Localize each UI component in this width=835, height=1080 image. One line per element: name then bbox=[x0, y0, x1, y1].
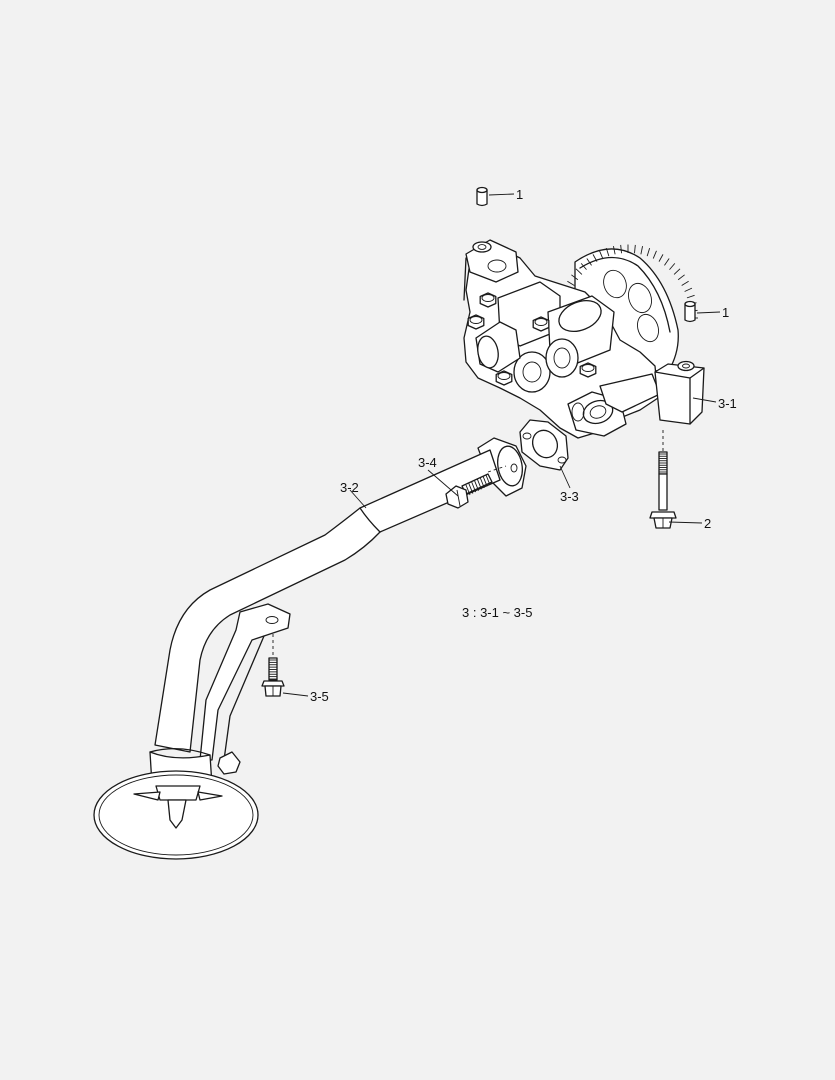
callout-suction-pipe: 3-2 bbox=[340, 480, 359, 495]
callout-leaders bbox=[282, 193, 721, 697]
bracket-bolt bbox=[261, 634, 285, 697]
assembly-note: 3 : 3-1 ~ 3-5 bbox=[462, 605, 532, 620]
callout-bracket-bolt: 3-5 bbox=[310, 689, 329, 704]
gasket bbox=[519, 419, 569, 471]
hex-bolt-head bbox=[467, 314, 485, 330]
dowel-pin-right bbox=[684, 300, 696, 323]
hex-bolt-head bbox=[495, 370, 513, 386]
callout-pin-right: 1 bbox=[722, 305, 729, 320]
hex-bolt-head bbox=[479, 292, 497, 308]
oil-pump-assembly bbox=[463, 239, 705, 439]
dowel-pin-top bbox=[476, 186, 488, 207]
callout-pump-body: 3-1 bbox=[718, 396, 737, 411]
hex-bolt-head bbox=[579, 362, 597, 378]
callout-gasket: 3-3 bbox=[560, 489, 579, 504]
callout-labels: 1 1 3-1 2 3-2 3-3 3-4 3-5 3 : 3-1 ~ 3-5 bbox=[310, 187, 737, 704]
flange-bolt bbox=[445, 465, 507, 509]
callout-long-bolt: 2 bbox=[704, 516, 711, 531]
callout-flange-bolt: 3-4 bbox=[418, 455, 437, 470]
callout-pin-top: 1 bbox=[516, 187, 523, 202]
hex-bolt-head bbox=[532, 316, 550, 332]
long-bolt bbox=[649, 430, 677, 529]
suction-pipe bbox=[93, 437, 527, 860]
